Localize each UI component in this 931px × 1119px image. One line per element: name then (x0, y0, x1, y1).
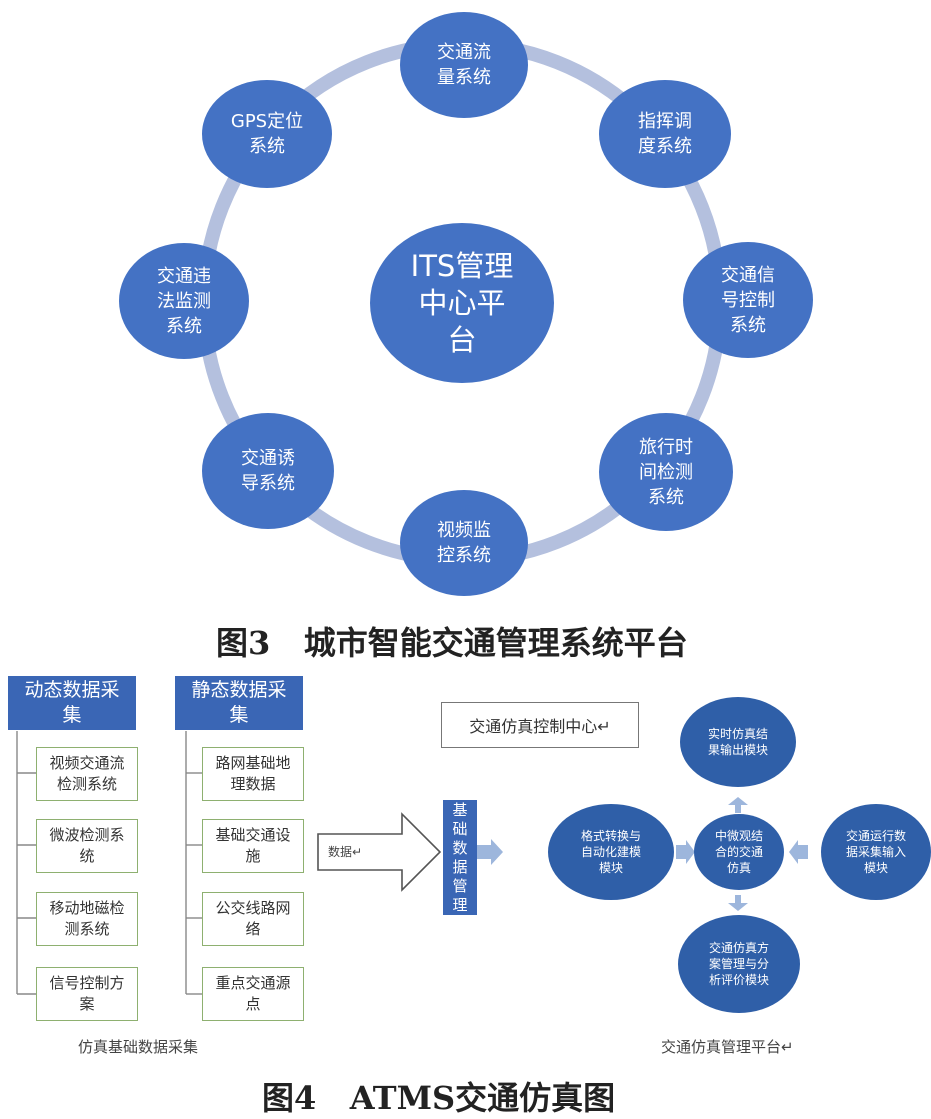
data-flow-arrow (317, 812, 442, 892)
fig4-caption: 图4 ATMS交通仿真图 (262, 1079, 616, 1117)
circle-micro-macro-sim: 中微观结 合的交通 仿真 (694, 814, 784, 890)
node-violation-detect: 交通违 法监测 系统 (119, 243, 249, 359)
static-tree-lines (185, 731, 202, 995)
dynamic-item-video: 视频交通流 检测系统 (36, 747, 138, 801)
dynamic-item-geomagnetic: 移动地磁检 测系统 (36, 892, 138, 946)
node-travel-time: 旅行时 间检测 系统 (599, 413, 733, 531)
left-section-label: 仿真基础数据采集 (78, 1038, 199, 1056)
static-item-road-network: 路网基础地 理数据 (202, 747, 304, 801)
center-its-platform: ITS管理 中心平 台 (370, 223, 554, 383)
node-signal-control: 交通信 号控制 系统 (683, 242, 813, 358)
circle-plan-evaluation: 交通仿真方 案管理与分 析评价模块 (678, 915, 800, 1013)
dynamic-tree-lines (16, 731, 36, 995)
static-header: 静态数据采 集 (175, 676, 303, 730)
node-gps: GPS定位 系统 (202, 80, 332, 188)
right-section-label: 交通仿真管理平台↵ (661, 1038, 794, 1056)
fig3-caption: 图3 城市智能交通管理系统平台 (216, 624, 688, 662)
dynamic-item-signal-plan: 信号控制方 案 (36, 967, 138, 1021)
control-center-box: 交通仿真控制中心↵ (441, 702, 639, 748)
node-traffic-guidance: 交通诱 导系统 (202, 413, 334, 529)
static-item-bus-lines: 公交线路网 络 (202, 892, 304, 946)
static-item-facilities: 基础交通设 施 (202, 819, 304, 873)
circle-realtime-output: 实时仿真结 果输出模块 (680, 697, 796, 787)
node-command-dispatch: 指挥调 度系统 (599, 80, 731, 188)
basic-data-management: 基 础 数 据 管 理 (443, 800, 477, 915)
node-video-monitor: 视频监 控系统 (400, 490, 528, 596)
static-item-key-sources: 重点交通源 点 (202, 967, 304, 1021)
circle-data-input: 交通运行数 据采集输入 模块 (821, 804, 931, 900)
dynamic-header: 动态数据采 集 (8, 676, 136, 730)
circle-format-conversion: 格式转换与 自动化建模 模块 (548, 804, 674, 900)
arrow-label: 数据↵ (328, 845, 363, 859)
node-traffic-flow: 交通流 量系统 (400, 12, 528, 118)
flow-chevrons (475, 797, 808, 911)
dynamic-item-microwave: 微波检测系 统 (36, 819, 138, 873)
